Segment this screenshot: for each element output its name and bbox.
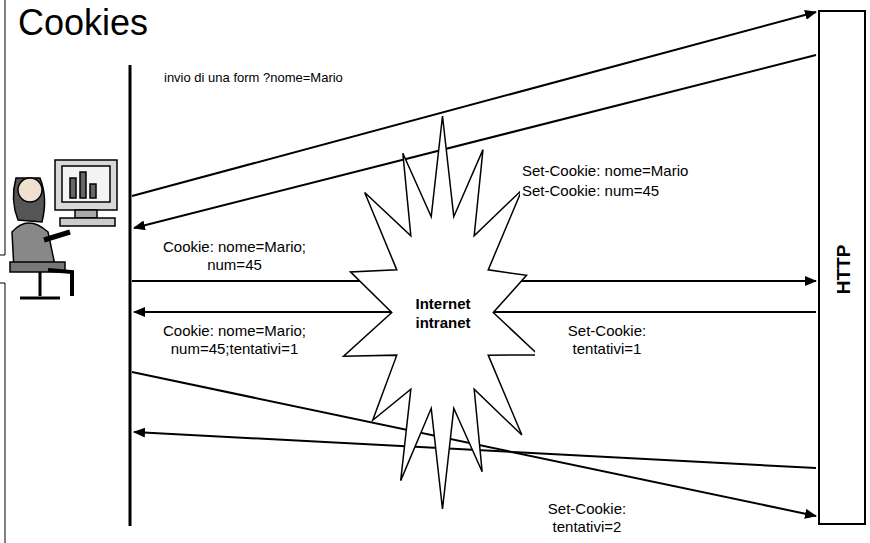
message-label: Cookie: nome=Mario; num=45;tentativi=1: [140, 322, 329, 358]
cloud-outline: [340, 115, 545, 510]
cloud-shape: [344, 116, 539, 509]
frame-line: [0, 0, 5, 255]
message-label: Set-Cookie: num=45: [520, 182, 714, 200]
network-cloud: Internet intranet: [340, 115, 545, 510]
server-box: HTTP: [818, 10, 866, 525]
frame-line: [0, 283, 5, 543]
diagram-title: Cookies: [18, 2, 148, 44]
message-label: Cookie: nome=Mario; num=45: [140, 238, 329, 274]
cloud-label: Internet intranet: [403, 294, 483, 332]
user-icon: [10, 160, 117, 298]
message-label: Set-Cookie: tentativi=2: [520, 500, 654, 536]
message-label: Set-Cookie: nome=Mario: [520, 162, 714, 180]
client-timeline: [129, 65, 132, 526]
message-label: invio di una form ?nome=Mario: [162, 70, 346, 86]
server-label: HTTP: [834, 245, 853, 295]
message-label: Set-Cookie: tentativi=1: [535, 322, 679, 358]
